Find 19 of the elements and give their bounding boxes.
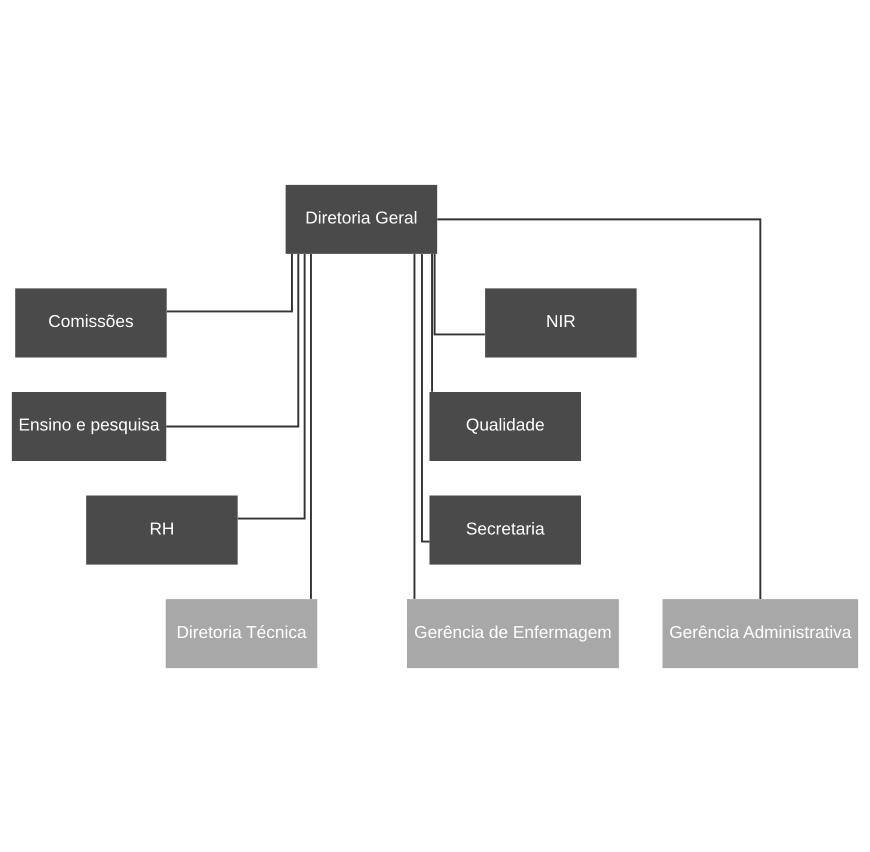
node-box: RH bbox=[86, 495, 238, 564]
connector bbox=[166, 254, 300, 427]
node-box: Gerência Administrativa bbox=[662, 598, 858, 668]
connector bbox=[434, 253, 485, 335]
node-box: Qualidade bbox=[429, 391, 581, 461]
connector bbox=[437, 218, 762, 599]
connector bbox=[238, 253, 306, 520]
connector bbox=[414, 253, 416, 598]
node-box: Diretoria Geral bbox=[286, 184, 438, 254]
node-box: Gerência de Enfermagem bbox=[406, 598, 619, 668]
node-box: NIR bbox=[485, 288, 637, 357]
connector bbox=[431, 254, 433, 392]
node-box: Diretoria Técnica bbox=[166, 598, 318, 668]
node-box: Secretaria bbox=[429, 495, 581, 564]
node-box: Comissões bbox=[15, 288, 167, 357]
node-box: Ensino e pesquisa bbox=[12, 391, 166, 461]
connector bbox=[421, 254, 430, 542]
connector bbox=[310, 253, 312, 598]
connector bbox=[166, 253, 293, 312]
